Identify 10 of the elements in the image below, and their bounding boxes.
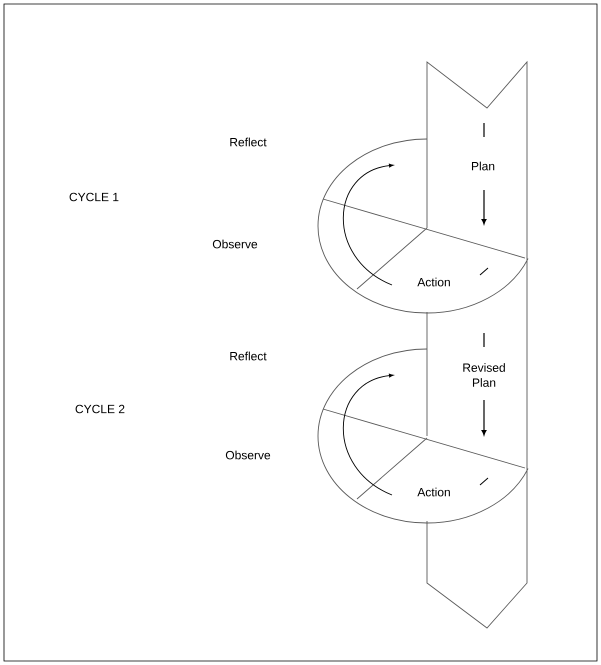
stage-label: Action (417, 488, 450, 496)
cycle-label: CYCLE 1 (70, 192, 118, 202)
stage-label: Plan (472, 162, 494, 170)
stage-label: Action (417, 278, 450, 286)
stage-label: Observe (226, 450, 270, 460)
cycle-label: CYCLE 2 (76, 404, 124, 414)
stage-label: Reflect (230, 352, 267, 360)
stage-label: Observe (212, 240, 258, 248)
stage-label: Reflect (230, 138, 267, 146)
stage-label: Revised Plan (463, 363, 505, 387)
